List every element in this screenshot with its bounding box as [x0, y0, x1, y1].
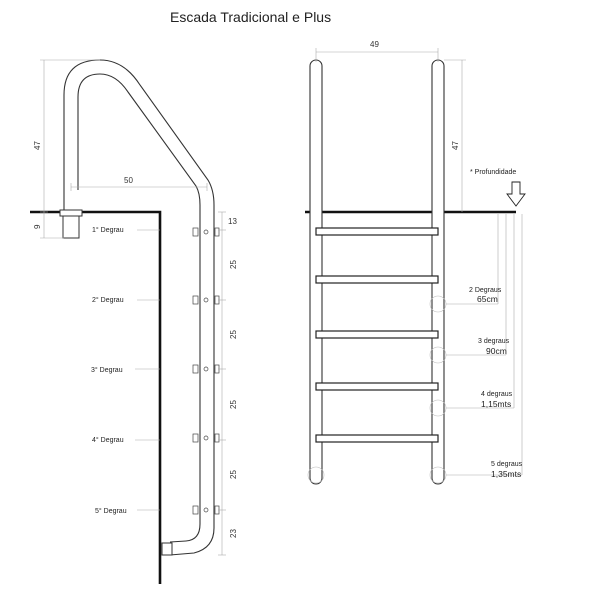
- side-height-dimensions: [40, 59, 100, 239]
- dim-gap: 25: [229, 260, 238, 269]
- left-rail: [309, 59, 323, 485]
- arrow-down-icon: [506, 181, 526, 207]
- step-bolts: [192, 227, 220, 515]
- depth-option-value: 1,15mts: [481, 399, 511, 409]
- dim-bottom-23: 23: [229, 529, 238, 538]
- step-label: 5° Degrau: [95, 507, 127, 515]
- front-view: 49 47 * Profundidade 2 Degraus 65cm 3 de…: [305, 40, 526, 485]
- dim-depth-9: 9: [33, 224, 42, 229]
- ladder-tube-outer: [63, 59, 215, 556]
- anchor-flange: [59, 209, 83, 217]
- front-step: [315, 382, 439, 391]
- depth-leaders: [446, 214, 523, 476]
- anchor-cup: [62, 215, 80, 239]
- dim-width-50: 50: [124, 176, 133, 185]
- front-step: [315, 227, 439, 236]
- step-label: 3° Degrau: [91, 366, 123, 374]
- step-label: 4° Degrau: [92, 436, 124, 444]
- step-label: 2° Degrau: [92, 296, 124, 304]
- dim-width-49: 49: [370, 40, 379, 49]
- depth-option-steps: 3 degraus: [478, 338, 510, 345]
- depth-option-steps: 2 Degraus: [469, 287, 502, 294]
- right-rail: [431, 59, 445, 485]
- dim-gap: 25: [229, 400, 238, 409]
- depth-option-steps: 4 degraus: [481, 391, 513, 398]
- depth-option-value: 1,35mts: [491, 469, 521, 479]
- front-step: [315, 330, 439, 339]
- step-leaders: [135, 229, 160, 511]
- front-step: [315, 434, 439, 443]
- depth-option-value: 65cm: [477, 294, 498, 304]
- dim-gap: 25: [229, 470, 238, 479]
- diagram-title: Escada Tradicional e Plus: [170, 9, 331, 25]
- side-step-dimensions: [218, 211, 226, 556]
- ladder-tube-inner: [77, 73, 201, 543]
- dim-top-13: 13: [228, 217, 237, 226]
- dim-height-47: 47: [33, 141, 42, 150]
- dim-height-47: 47: [451, 141, 460, 150]
- side-view: 1° Degrau 2° Degrau 3° Degrau 4° Degrau …: [30, 59, 238, 584]
- dim-gap: 25: [229, 330, 238, 339]
- front-step: [315, 275, 439, 284]
- pool-wall: [30, 210, 162, 584]
- wall-bracket: [161, 542, 173, 556]
- depth-option-steps: 5 degraus: [491, 461, 523, 468]
- depth-label: * Profundidade: [470, 169, 516, 176]
- depth-marker: [307, 466, 325, 484]
- depth-option-value: 90cm: [486, 346, 507, 356]
- step-label: 1° Degrau: [92, 226, 124, 234]
